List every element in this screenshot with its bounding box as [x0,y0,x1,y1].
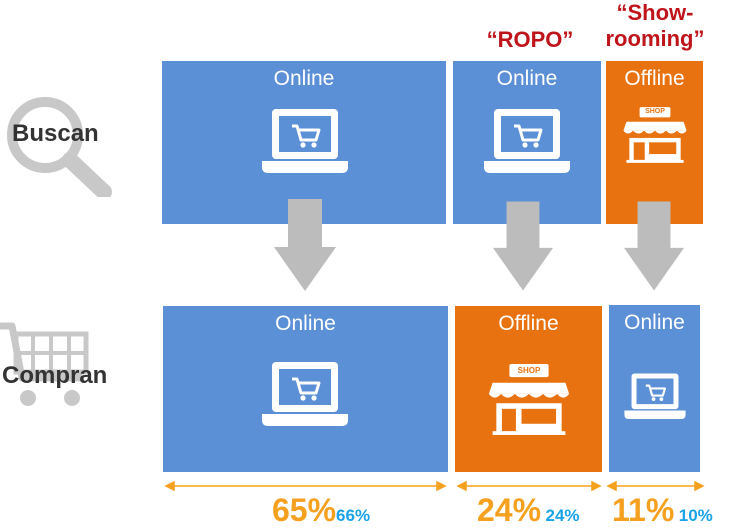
showrooming-label-line1: “Show- [616,0,694,25]
bottom-panel-online-2: Online [609,305,700,472]
laptop-cart-icon [260,107,350,177]
percentage-showrooming: 11% 10% [612,492,713,529]
percentage-main: 11% [612,492,675,528]
ropo-label: “ROPO” [486,27,574,52]
down-arrow-2 [493,201,553,291]
magnifier-icon [7,97,112,197]
percentage-ropo: 24% 24% [477,492,580,529]
top-panel-offline: Offline SHOP [606,61,703,224]
row-label-compran: Compran [2,362,108,389]
down-arrow-1 [274,199,336,291]
top-panel-online-2: Online [453,61,601,224]
percentage-main: 24% [477,492,542,528]
span-lines [164,480,705,492]
showrooming-label-line2: rooming” [605,26,705,51]
top-panel-online-1: Online [162,61,446,224]
bottom-panel-offline: Offline SHOP [455,306,602,472]
row-label-buscan: Buscan [12,120,99,147]
laptop-cart-icon [623,372,687,422]
shop-sign-text: SHOP [517,366,541,375]
percentage-main: 65% [272,492,337,528]
laptop-cart-icon [260,360,350,430]
panel-title: Online [273,67,335,90]
percentage-secondary: 10% [678,506,713,525]
shop-sign-text: SHOP [645,108,665,115]
percentage-secondary: 24% [545,506,580,525]
laptop-cart-icon [482,107,572,177]
panel-title: Online [496,67,558,90]
panel-title: Online [624,311,685,334]
percentage-secondary: 66% [336,506,371,525]
panel-title: Offline [498,312,559,335]
percentage-online: 65%66% [272,492,370,529]
shopping-cart-icon [0,322,89,406]
down-arrow-3 [624,201,684,291]
showrooming-label: “Show- rooming” [590,0,720,52]
panel-title: Online [275,312,336,335]
bottom-panel-online-1: Online [163,306,448,472]
panel-title: Offline [624,67,685,90]
